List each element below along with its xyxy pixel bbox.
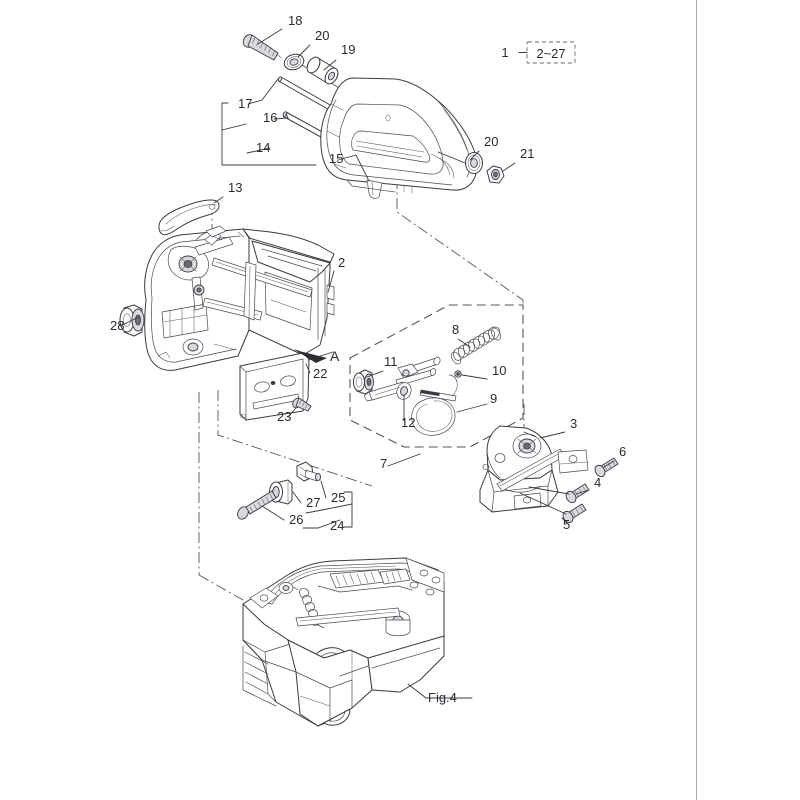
part-28-grommet (119, 304, 145, 337)
group-tag-range: 2~27 (536, 46, 565, 61)
callout-17: 17 (238, 96, 252, 111)
callout-26: 26 (289, 512, 303, 527)
callout-10: 10 (492, 363, 506, 378)
part-25-tensioner (296, 461, 322, 482)
callout-28: 28 (110, 318, 124, 333)
callout-3: 3 (570, 416, 577, 431)
callout-20: 20 (315, 28, 329, 43)
callout-11: 11 (384, 354, 398, 369)
body-internal-mechanism (157, 231, 263, 359)
figure-reference-label: Fig.4 (428, 690, 457, 705)
callout-16: 16 (263, 110, 277, 125)
callout-labels: 2 3 4 5 6 7 8 9 10 11 12 13 14 15 16 17 … (110, 13, 626, 533)
callout-14: 14 (256, 140, 270, 155)
handle-group-leaders (221, 28, 516, 182)
part-13-lever (158, 199, 220, 236)
part-15-rear-handle-housing (320, 77, 478, 199)
callout-24: 24 (330, 518, 344, 533)
section-marker-label: A (330, 348, 340, 364)
part-20-washer-upper (283, 53, 305, 71)
group-tag-1-2-27: 1 2~27 (501, 41, 576, 64)
callout-25: 25 (331, 490, 345, 505)
part-11-bushing (353, 369, 374, 395)
part-26-screw (237, 490, 277, 520)
bracket-group-leaders (261, 480, 353, 529)
callout-6: 6 (619, 444, 626, 459)
callout-22: 22 (313, 366, 327, 381)
part-10-pin (454, 370, 462, 378)
callout-7: 7 (380, 456, 387, 471)
part-18-screw (242, 34, 282, 61)
engine-top-detail (317, 568, 413, 593)
callout-20b: 20 (484, 134, 498, 149)
callout-19: 19 (341, 42, 355, 57)
part-9-brake-band (411, 374, 458, 436)
callout-13: 13 (228, 180, 242, 195)
callout-9: 9 (490, 391, 497, 406)
figure-reference: Fig.4 (407, 683, 473, 705)
part-8-coil-spring (450, 326, 502, 365)
callout-15: 15 (329, 151, 343, 166)
callout-4: 4 (594, 475, 601, 490)
callout-8: 8 (452, 322, 459, 337)
body-leaders (119, 196, 335, 418)
part-23-screw (292, 397, 312, 412)
callout-21: 21 (520, 146, 534, 161)
group-tag-ref: 1 (501, 45, 508, 60)
part-19-spacer-sleeve (306, 56, 339, 85)
callout-23: 23 (277, 409, 291, 424)
part-20-washer-lower (465, 152, 483, 174)
callout-12: 12 (401, 415, 415, 430)
part-22-side-cover-plate (239, 352, 310, 421)
part-21-nut (486, 165, 505, 184)
callout-5: 5 (563, 517, 570, 532)
section-marker-a: A (294, 348, 340, 364)
callout-18: 18 (288, 13, 302, 28)
callout-2: 2 (338, 255, 345, 270)
part-2-crankcase-body (144, 225, 335, 371)
engine-block-fig4 (242, 557, 445, 727)
part-12-brake-link (363, 356, 441, 402)
brake-group-leaders (366, 338, 488, 467)
cover-leaders (519, 431, 615, 524)
callout-27: 27 (306, 495, 320, 510)
